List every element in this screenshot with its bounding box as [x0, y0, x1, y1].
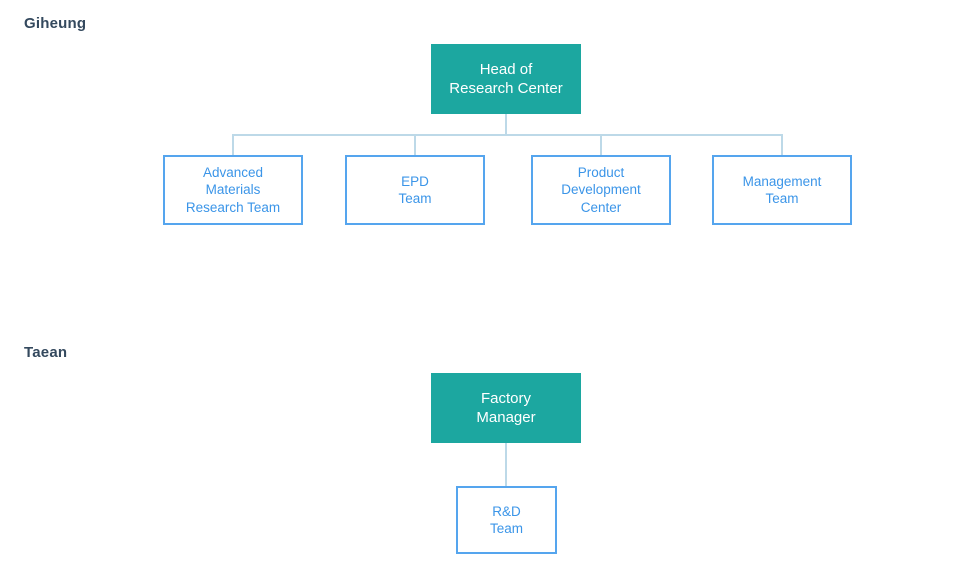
node-advanced-materials-research-team[interactable]: Advanced Materials Research Team [163, 155, 303, 225]
node-epd-team[interactable]: EPD Team [345, 155, 485, 225]
node-label-head-of-research-center: Head of Research Center [449, 60, 563, 97]
connector-bus-giheung [232, 134, 782, 136]
node-product-development-center[interactable]: Product Development Center [531, 155, 671, 225]
connector-drop-giheung-3 [781, 134, 783, 155]
node-label-factory-manager: Factory Manager [476, 389, 536, 426]
node-label-management-team: Management Team [742, 173, 822, 206]
node-label-product-development-center: Product Development Center [561, 165, 641, 215]
section-label-taean: Taean [24, 344, 68, 361]
node-label-advanced-materials-research-team: Advanced Materials Research Team [185, 165, 281, 215]
connector-drop-giheung-0 [232, 134, 234, 155]
node-label-rnd-team: R&D Team [489, 503, 523, 536]
connector-drop-giheung-2 [600, 134, 602, 155]
node-label-epd-team: EPD Team [398, 173, 432, 206]
section-label-giheung: Giheung [24, 15, 87, 32]
connector-drop-giheung-1 [414, 134, 416, 155]
node-management-team[interactable]: Management Team [712, 155, 852, 225]
connector-stem-giheung [505, 114, 507, 134]
node-factory-manager[interactable]: Factory Manager [431, 373, 581, 443]
node-rnd-team[interactable]: R&D Team [456, 486, 557, 554]
connector-stem-taean [505, 443, 507, 486]
node-head-of-research-center[interactable]: Head of Research Center [431, 44, 581, 114]
